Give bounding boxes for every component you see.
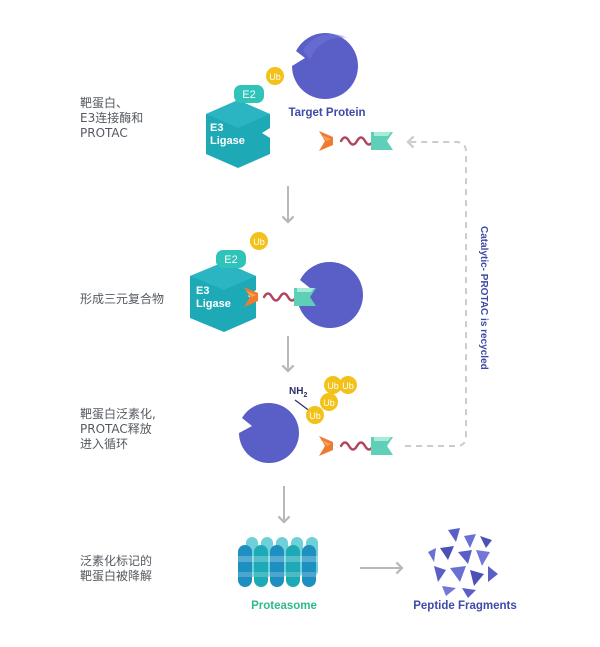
target-protein-2	[297, 261, 363, 328]
ub-3b: Ub	[320, 393, 338, 411]
step-3-label: 靶蛋白泛素化, PROTAC释放 进入循环	[80, 407, 156, 451]
recycle-arrow	[405, 135, 467, 447]
peptide-fragments	[428, 528, 498, 598]
e3-ligase-label-2a: E3	[196, 285, 209, 297]
step-2-label: 形成三元复合物	[80, 292, 165, 306]
e3-ligase-label-1a: E3	[210, 122, 223, 134]
step-4-label: 泛素化标记的 靶蛋白被降解	[80, 554, 153, 583]
ub-3c: Ub	[324, 376, 342, 394]
ub-3d: Ub	[339, 376, 357, 394]
e2-1: E2	[234, 85, 264, 103]
e2-label-2: E2	[224, 254, 237, 266]
recycle-label: Catalytic- PROTAC is recycled	[478, 226, 489, 370]
ub-2: Ub	[250, 232, 268, 250]
e3-ligase-2	[190, 262, 256, 332]
ub-label-1: Ub	[269, 72, 281, 82]
proteasome-label: Proteasome	[251, 600, 317, 612]
e2-label-1: E2	[242, 89, 255, 101]
e3-ligase-1	[206, 100, 270, 168]
step-1-label: 靶蛋白、 E3连接酶和 PROTAC	[80, 96, 144, 140]
svg-text:Ub: Ub	[323, 398, 335, 408]
svg-text:Ub: Ub	[342, 381, 354, 391]
nh2-label: NH2	[289, 386, 307, 399]
protac-3	[319, 436, 393, 456]
e3-ligase-label-2b: Ligase	[196, 298, 231, 310]
ub-chain: Ub Ub Ub Ub	[306, 376, 357, 424]
ub-3a: Ub	[306, 406, 324, 424]
target-protein-label: Target Protein	[288, 107, 365, 119]
peptide-fragments-label: Peptide Fragments	[413, 600, 517, 612]
ub-1: Ub	[266, 67, 284, 85]
target-protein-3	[239, 402, 299, 463]
protac-1	[319, 131, 393, 151]
proteasome	[238, 537, 322, 587]
svg-text:Ub: Ub	[309, 411, 321, 421]
e2-2: E2	[216, 250, 246, 268]
e3-ligase-label-1b: Ligase	[210, 135, 245, 147]
svg-text:Ub: Ub	[327, 381, 339, 391]
ub-label-2: Ub	[253, 237, 265, 247]
target-protein-1	[292, 33, 358, 99]
proteasome-front-row	[238, 545, 316, 587]
